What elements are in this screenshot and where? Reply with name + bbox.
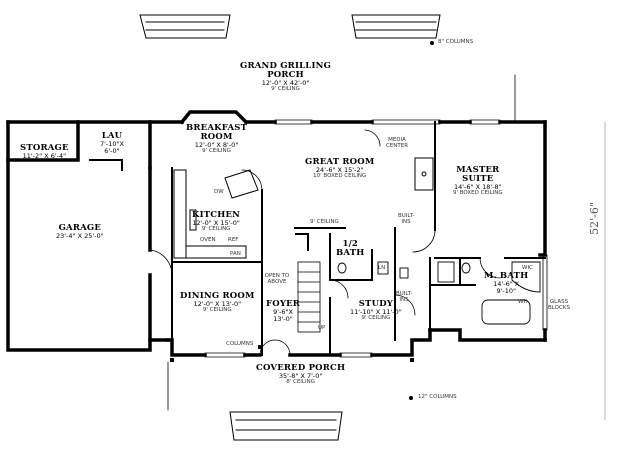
note-ceiling-9: 9' CEILING — [310, 219, 339, 225]
room-breakfast: BREAKFAST ROOM 12'-0" X 8'-0" 9' CEILING — [186, 123, 248, 154]
hall-closet-wall — [295, 233, 309, 251]
note-columns-mid: COLUMNS — [226, 341, 254, 347]
master-door-swing — [412, 229, 436, 253]
note-dw: DW — [214, 189, 224, 195]
storage-wall — [6, 120, 80, 162]
toilet-half-bath — [337, 262, 347, 274]
note-wh: WH — [518, 299, 528, 305]
room-laundry: LAU 7'-10"X 6'-0" — [100, 131, 124, 155]
study-door-swing — [394, 294, 416, 316]
note-ln: LN — [378, 265, 386, 271]
bench-top-left — [139, 14, 231, 39]
linen-closet — [377, 261, 389, 275]
note-wic: WIC — [522, 265, 533, 271]
front-wall-left — [166, 338, 207, 357]
note-pan: PAN — [230, 251, 241, 257]
room-dining-room: DINING ROOM 12'-0" X 13'-0" 9' CEILING — [180, 291, 255, 313]
room-half-bath: 1/2 BATH — [336, 239, 365, 258]
bath-fixtures — [337, 261, 541, 325]
note-ref: REF — [228, 237, 239, 243]
corner-tub — [511, 261, 541, 293]
columns — [170, 41, 434, 400]
note-open-to-above: OPEN TO ABOVE — [264, 273, 290, 285]
bench-top-right — [351, 14, 441, 39]
kitchen-fixtures — [173, 169, 259, 259]
door-swings — [149, 129, 501, 356]
room-kitchen: KITCHEN 12'-0" X 15'-0" 9' CEILING — [192, 210, 241, 232]
room-foyer: FOYER 9'-6"X 13'-0" — [266, 299, 301, 323]
master-bath-bottom-wall — [428, 328, 547, 342]
note-built-ins-top: BUILT-INS — [398, 213, 415, 225]
kitchen-island — [224, 169, 259, 199]
room-master-suite: MASTER SUITE 14'-6" X 18'-8" 9' BOXED CE… — [453, 165, 503, 196]
note-media-center: MEDIA CENTER — [385, 137, 409, 149]
note-oven: OVEN — [200, 237, 216, 243]
stairs — [297, 261, 321, 333]
media-door-swing — [364, 129, 381, 147]
room-grand-grilling-porch: GRAND GRILLING PORCH 12'-0" X 42'-0" 9' … — [240, 61, 332, 92]
note-built-ins-study: BUILT-INS — [396, 291, 413, 303]
breakfast-bay-wall — [179, 110, 249, 125]
toilet-master — [461, 262, 471, 274]
room-master-bath: M. BATH 14'-6" X 9'-10" — [484, 271, 529, 295]
garage-outer-wall — [6, 120, 170, 352]
porch-benches — [139, 14, 441, 441]
media-center — [414, 157, 434, 191]
note-columns-top: 8" COLUMNS — [438, 39, 474, 45]
front-door-left-swing — [259, 339, 276, 356]
exterior-walls — [6, 110, 547, 357]
bench-bottom — [229, 411, 343, 441]
kitchen-door-swing — [241, 169, 263, 191]
room-covered-porch: COVERED PORCH 35'-8" X 7'-0" 8' CEILING — [256, 363, 346, 385]
note-up: UP — [318, 325, 326, 331]
dimension-overall-depth: 52'-6" — [587, 202, 601, 235]
note-columns-bottom: 12" COLUMNS — [418, 394, 457, 400]
bath-door-swing — [329, 279, 349, 299]
garage-door-swing — [149, 249, 173, 276]
water-heater — [399, 267, 409, 279]
right-wall-upper — [538, 120, 547, 257]
front-door-right-swing — [274, 339, 291, 356]
whirlpool-tub — [481, 299, 531, 325]
room-garage: GARAGE 23'-4" X 25'-0" — [56, 223, 104, 240]
room-study: STUDY 11'-10" X 11'-0" 9' CEILING — [350, 299, 402, 321]
windows — [204, 119, 548, 358]
room-storage: STORAGE 11'-2" X 6'-4" — [20, 143, 69, 160]
front-wall-study — [370, 328, 432, 357]
mbath-door-swing — [479, 257, 501, 279]
shower — [437, 261, 455, 283]
note-glass-blocks: GLASS BLOCKS — [548, 299, 570, 311]
room-great-room: GREAT ROOM 24'-6" X 15'-2" 10' BOXED CEI… — [305, 157, 375, 179]
